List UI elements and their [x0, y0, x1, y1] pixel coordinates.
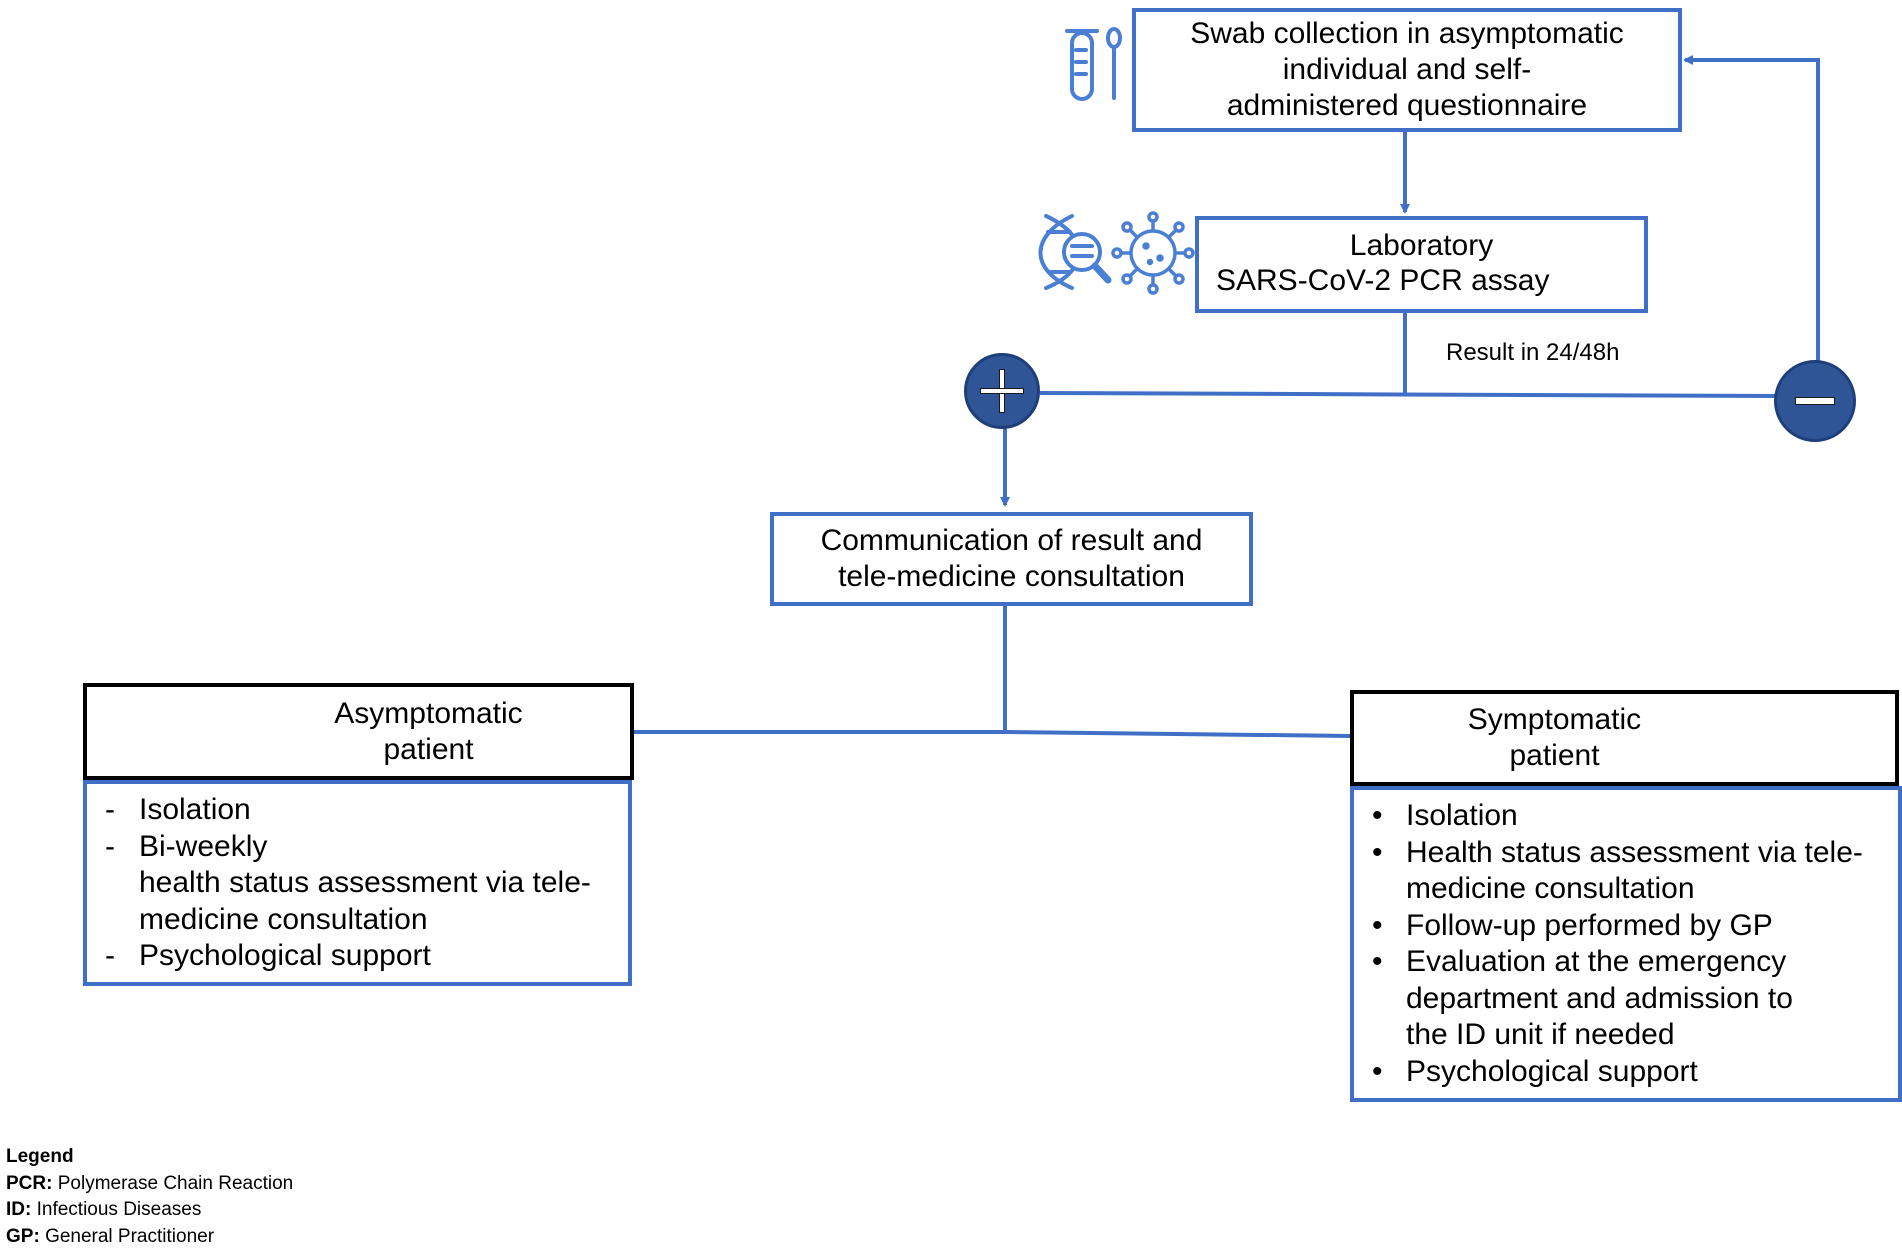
minus-circle-icon [1774, 360, 1856, 442]
symptomatic-title-line-1: Symptomatic [1467, 703, 1642, 736]
list-item: • Follow-up performed by GP [1372, 908, 1773, 942]
lab-line-2: SARS-CoV-2 PCR assay [1216, 264, 1550, 297]
list-item: - Bi-weekly health status assessment via… [105, 829, 591, 936]
symptomatic-header-box: Symptomatic patient [1350, 690, 1899, 786]
legend-entry-gp: GP: General Practitioner [6, 1225, 215, 1247]
swab-collection-box: Swab collection in asymptomatic individu… [1132, 8, 1682, 132]
communication-line-2: tele-medicine consultation [838, 560, 1185, 593]
negative-loop-line [1683, 55, 1820, 362]
legend-entry-pcr: PCR: Polymerase Chain Reaction [6, 1172, 294, 1194]
communication-box: Communication of result and tele-medicin… [770, 512, 1253, 606]
symptomatic-care-box: • Isolation • Health status assessment v… [1350, 786, 1902, 1102]
list-item: • Psychological support [1372, 1054, 1698, 1088]
swab-line-1: Swab collection in asymptomatic [1190, 17, 1624, 50]
lab-line-1: Laboratory [1349, 229, 1494, 262]
symptomatic-care-list: • Isolation • Health status assessment v… [1354, 798, 1898, 1090]
asymptomatic-title-line-2: patient [383, 732, 474, 766]
test-tube-swab-icon [1065, 27, 1122, 101]
swab-line-3: administered questionnaire [1226, 89, 1588, 122]
dna-magnifier-icon [1038, 214, 1112, 290]
asymptomatic-care-box: - Isolation - Bi-weekly health status as… [83, 780, 632, 986]
list-item: - Isolation [105, 793, 251, 826]
list-item: - Psychological support [105, 939, 431, 972]
list-item: • Health status assessment via tele- med… [1372, 835, 1863, 906]
list-item: • Isolation [1372, 799, 1518, 832]
legend-title: Legend [6, 1146, 74, 1167]
legend-entry-id: ID: Infectious Diseases [6, 1199, 202, 1220]
asymptomatic-title-line-1: Asymptomatic [334, 696, 523, 730]
plus-circle-icon [964, 353, 1040, 429]
swab-line-2: individual and self- [1282, 53, 1532, 86]
symptomatic-title-line-2: patient [1509, 739, 1600, 772]
asymptomatic-care-list: - Isolation - Bi-weekly health status as… [87, 792, 628, 975]
result-time-label: Result in 24/48h [1446, 339, 1620, 366]
legend: Legend PCR: Polymerase Chain Reaction ID… [6, 1144, 293, 1250]
result-horizontal-line [1039, 391, 1781, 398]
laboratory-box: Laboratory SARS-CoV-2 PCR assay [1195, 216, 1648, 313]
communication-line-1: Communication of result and [820, 524, 1203, 557]
asymptomatic-header-box: Asymptomatic patient [83, 683, 634, 780]
virus-icon [1111, 211, 1195, 295]
list-item: • Evaluation at the emergency department… [1372, 945, 1793, 1051]
branch-right-line [1004, 730, 1353, 738]
